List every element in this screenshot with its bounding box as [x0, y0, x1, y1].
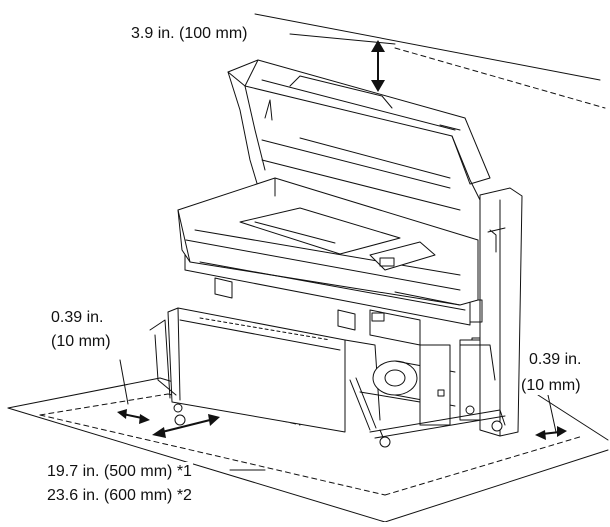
top-arrow-up: [371, 40, 385, 52]
top-arrow-down: [371, 80, 385, 92]
stand-frame: [349, 339, 506, 443]
front-arrow-left: [152, 427, 166, 438]
left-clearance-inches-label: 0.39 in.: [50, 308, 105, 327]
casters: [173, 403, 503, 448]
front-arrow-right: [208, 414, 220, 426]
printer-body: [177, 177, 479, 346]
front-clearance-label-2: 23.6 in. (600 mm) *2: [46, 486, 193, 505]
dimension-arrows: [117, 40, 567, 440]
right-clearance-inches-label: 0.39 in.: [528, 350, 583, 369]
paper-basket: [149, 307, 381, 433]
top-clearance-label: 3.9 in. (100 mm): [130, 24, 249, 43]
side-panel: [469, 187, 523, 437]
right-clearance-mm-label: (10 mm): [520, 376, 582, 395]
left-clearance-mm-label: (10 mm): [50, 332, 112, 351]
front-clearance-label-1: 19.7 in. (500 mm) *1: [46, 462, 193, 481]
